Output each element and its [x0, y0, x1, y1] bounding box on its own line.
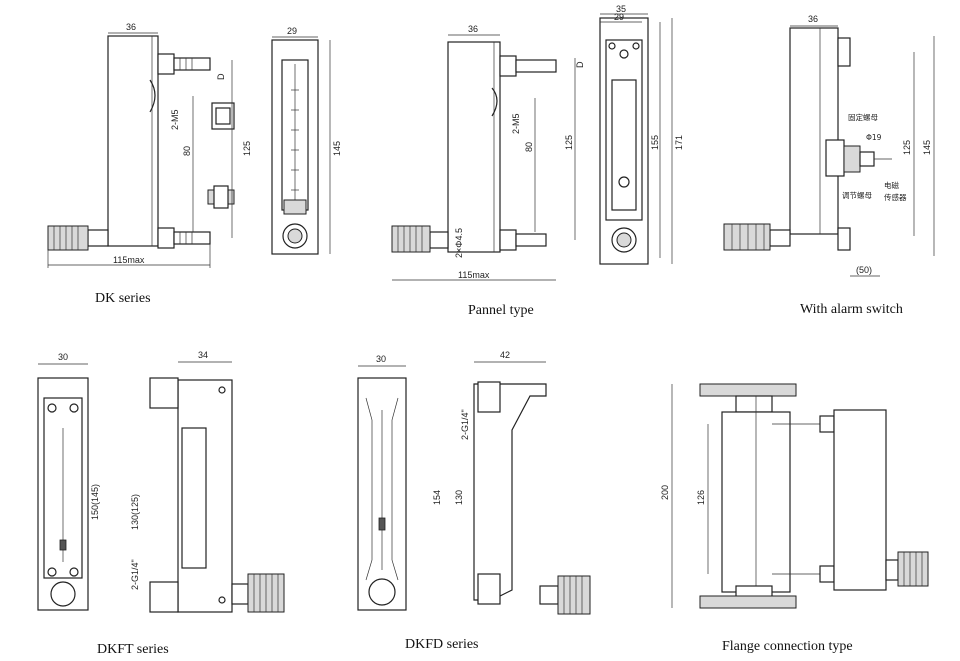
alarm-dim-height-145: 145: [922, 140, 932, 155]
dk-dim-height-80: 80: [182, 146, 192, 156]
dkfd-dim-height-130: 130: [454, 490, 464, 505]
dk-caption: DK series: [95, 291, 151, 306]
alarm-label-sensor-2: 传感器: [884, 192, 907, 202]
dkft-dim-width-34: 34: [198, 350, 208, 360]
panel-dim-width-36: 36: [468, 24, 478, 34]
flange-caption: Flange connection type: [722, 639, 853, 654]
dk-dim-thread: 2-M5: [170, 109, 180, 130]
panel-dim-thread: 2-M5: [511, 113, 521, 134]
panel-caption: Pannel type: [468, 303, 534, 318]
dk-dim-height-125: 125: [242, 141, 252, 156]
panel-dim-height-80: 80: [524, 142, 534, 152]
alarm-caption: With alarm switch: [800, 302, 903, 317]
flange-type-drawing: [671, 383, 929, 609]
dkfd-series-drawing: [357, 361, 591, 615]
panel-dim-height-171: 171: [674, 135, 684, 150]
dkfd-dim-thread: 2-G1/4": [460, 409, 470, 440]
panel-dim-d: D: [575, 61, 585, 68]
alarm-switch-drawing: [723, 25, 935, 277]
dkft-dim-thread: 2-G1/4": [130, 559, 140, 590]
dkft-dim-height-150: 150(145): [90, 484, 100, 520]
alarm-label-fixed-nut: 固定螺母: [848, 112, 878, 122]
flange-dim-height-126: 126: [696, 490, 706, 505]
dk-dim-width-29: 29: [287, 26, 297, 36]
dk-series-drawing: [47, 32, 331, 268]
dk-dim-height-145: 145: [332, 141, 342, 156]
dkft-dim-width-30: 30: [58, 352, 68, 362]
dkft-dim-height-130: 130(125): [130, 494, 140, 530]
dkfd-caption: DKFD series: [405, 637, 479, 652]
panel-dim-hole: 2×Φ4.5: [454, 228, 464, 258]
panel-dim-height-125: 125: [564, 135, 574, 150]
dk-dim-d: D: [216, 73, 226, 80]
alarm-label-adjust-nut: 调节螺母: [842, 190, 872, 200]
dkfd-dim-width-42: 42: [500, 350, 510, 360]
dkft-series-drawing: [37, 361, 285, 613]
alarm-dim-height-125: 125: [902, 140, 912, 155]
panel-dim-width-29: 29: [614, 12, 624, 22]
dk-dim-length: 115max: [113, 255, 145, 265]
panel-dim-width-35: 35: [616, 4, 626, 14]
alarm-dim-width-50: (50): [856, 265, 872, 275]
alarm-label-sensor-1: 电磁: [884, 180, 899, 190]
panel-dim-height-155: 155: [650, 135, 660, 150]
panel-dim-length: 115max: [458, 270, 490, 280]
dkft-caption: DKFT series: [97, 642, 169, 657]
panel-type-drawing: [391, 13, 673, 281]
alarm-label-diameter: Φ19: [866, 133, 882, 142]
dkfd-dim-width-30: 30: [376, 354, 386, 364]
flange-dim-height-200: 200: [660, 485, 670, 500]
alarm-dim-width-36: 36: [808, 14, 818, 24]
dk-dim-width-36: 36: [126, 22, 136, 32]
dkfd-dim-height-154: 154: [432, 490, 442, 505]
